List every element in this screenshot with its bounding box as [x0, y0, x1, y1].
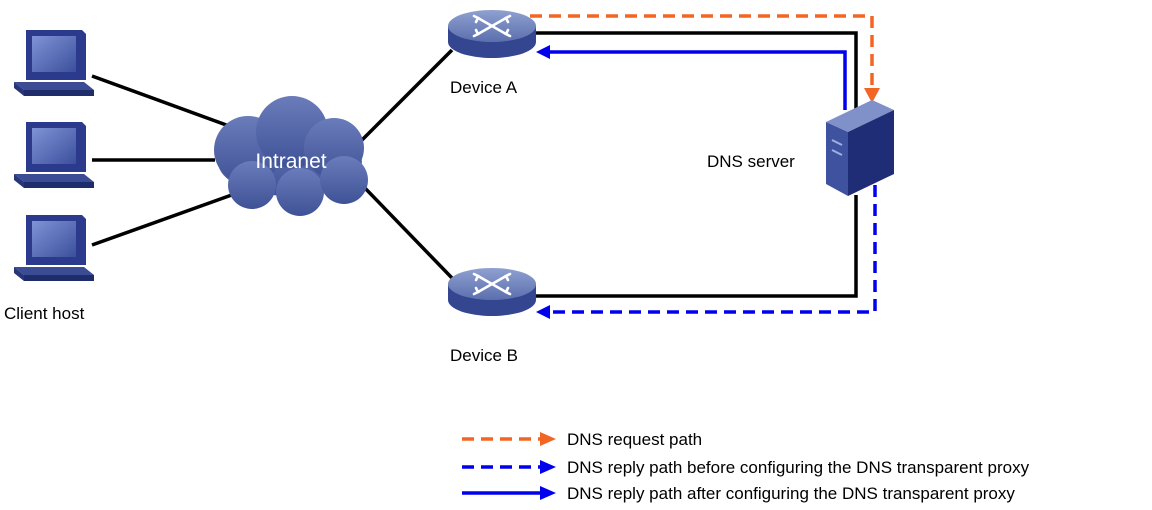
link-pc1-intranet	[91, 74, 241, 132]
pc-icon	[14, 122, 94, 188]
dns-request-arrowhead	[864, 88, 880, 103]
intranet-label: Intranet	[255, 150, 326, 173]
legend-request-label: DNS request path	[567, 430, 702, 449]
network-links	[91, 31, 858, 298]
legend-item-request: DNS request path	[462, 430, 702, 449]
legend-reply-before-label: DNS reply path before configuring the DN…	[567, 458, 1030, 477]
link-intranet-device-b	[360, 183, 454, 280]
cloud-icon	[214, 96, 368, 216]
legend-reply-after-label: DNS reply path after configuring the DNS…	[567, 484, 1015, 503]
device-a-label: Device A	[450, 78, 518, 97]
legend: DNS request path DNS reply path before c…	[462, 430, 1030, 503]
link-device-a-dns-server	[535, 31, 858, 110]
dns-server-label: DNS server	[707, 152, 795, 171]
server-icon	[826, 100, 894, 196]
dns-request-path	[530, 14, 874, 92]
router-icon	[448, 10, 536, 58]
dns-reply-before-arrowhead	[536, 305, 550, 319]
client-host-label: Client host	[4, 304, 85, 323]
pc-icon	[14, 215, 94, 281]
dns-reply-after-path	[548, 50, 847, 110]
router-icon	[448, 268, 536, 316]
link-intranet-device-a	[360, 48, 454, 142]
pc-icon	[14, 30, 94, 96]
link-pc3-intranet	[91, 190, 241, 247]
legend-item-reply-before: DNS reply path before configuring the DN…	[462, 458, 1030, 477]
legend-item-reply-after: DNS reply path after configuring the DNS…	[462, 484, 1015, 503]
dns-reply-before-path	[548, 185, 877, 314]
dns-reply-after-arrowhead	[536, 45, 550, 59]
device-b-label: Device B	[450, 346, 518, 365]
link-device-b-dns-server	[535, 195, 858, 298]
